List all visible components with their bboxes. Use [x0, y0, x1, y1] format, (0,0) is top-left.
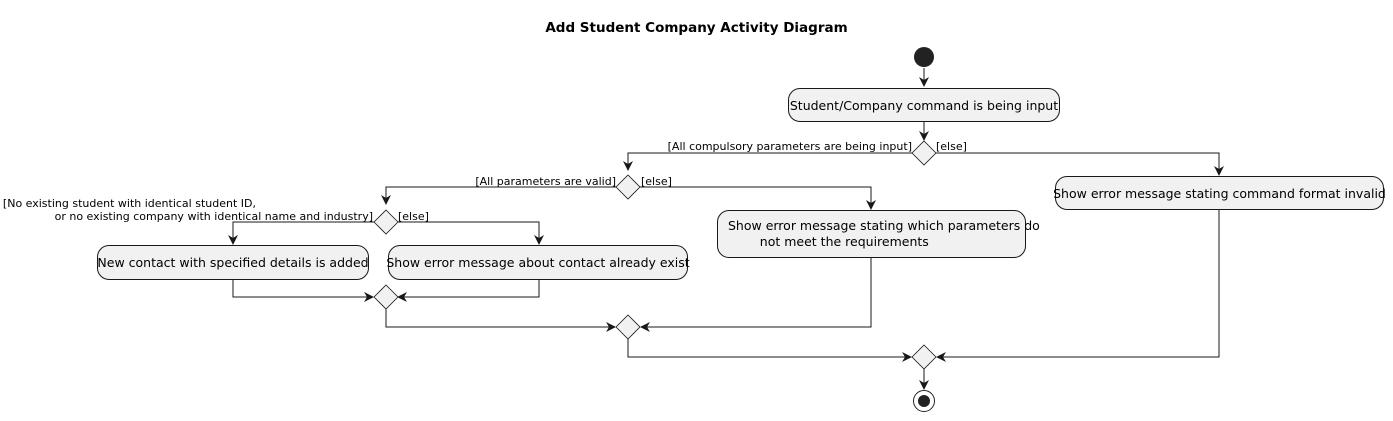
diagram-title: Add Student Company Activity Diagram	[545, 20, 848, 36]
merge-validity	[615, 314, 641, 340]
guard-unique-yes-line1: [No existing student with identical stud…	[2, 197, 256, 210]
edge-params-merge2	[640, 258, 872, 332]
merge-final	[911, 344, 937, 370]
guard-compulsory-else: [else]	[936, 140, 967, 153]
end-node-inner	[918, 395, 930, 407]
edge-format-merge1	[936, 209, 1220, 362]
action-parameters-invalid: Show error message stating which paramet…	[717, 210, 1040, 258]
action-contact-added: New contact with specified details is ad…	[97, 245, 369, 280]
guard-valid-else: [else]	[641, 175, 672, 188]
action-format-invalid: Show error message stating command forma…	[1053, 176, 1386, 210]
edge-merge3-merge2	[385, 309, 616, 332]
guard-unique-yes-line2: or no existing company with identical na…	[54, 210, 373, 223]
edge-exist-merge	[397, 280, 540, 302]
decision-parameters-valid	[615, 174, 641, 200]
edge-compulsory-else	[936, 152, 1224, 176]
decision-contact-unique	[373, 209, 399, 235]
edge-valid-else	[640, 186, 876, 210]
action-contact-exists: Show error message about contact already…	[386, 245, 690, 280]
action-command-input: Student/Company command is being input	[788, 88, 1060, 122]
edge-added-merge	[232, 280, 374, 302]
merge-contact	[373, 284, 399, 310]
decision-compulsory-parameters	[911, 140, 937, 166]
edge-valid-yes	[381, 186, 616, 205]
guard-unique-else: [else]	[398, 210, 429, 223]
start-node	[914, 47, 934, 67]
guard-compulsory-yes: [All compulsory parameters are being inp…	[667, 140, 912, 153]
edge-unique-else	[398, 221, 544, 245]
guard-valid-yes: [All parameters are valid]	[475, 175, 616, 188]
edge-unique-yes	[228, 221, 374, 245]
edge-merge2-merge1	[627, 339, 912, 362]
edge-compulsory-yes	[623, 152, 912, 171]
